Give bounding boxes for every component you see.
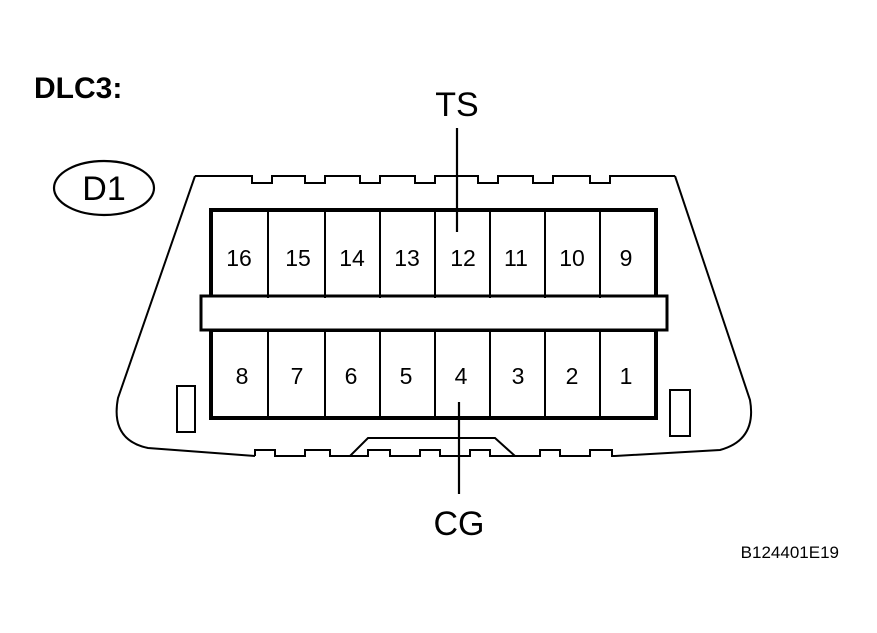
pin-13-label: 13 [394, 245, 420, 271]
pin-3-label: 3 [512, 363, 525, 389]
bottom-pin-row [209, 328, 658, 420]
pin-6-label: 6 [345, 363, 358, 389]
pin-5-label: 5 [400, 363, 413, 389]
bottom-row-dividers [267, 330, 601, 418]
pin-15-label: 15 [285, 245, 311, 271]
pin-2-label: 2 [566, 363, 579, 389]
left-latch-tab [176, 385, 196, 433]
top-pin-row [209, 208, 658, 300]
pin-1-label: 1 [620, 363, 633, 389]
pin-8-label: 8 [236, 363, 249, 389]
pin-9-label: 9 [620, 245, 633, 271]
right-latch-tab [669, 389, 691, 437]
connector-id-label: D1 [82, 170, 125, 208]
figure-code: B124401E19 [741, 543, 839, 562]
pin-14-label: 14 [339, 245, 365, 271]
bottom-row-pin-labels: 8 7 6 5 4 3 2 1 [236, 363, 633, 389]
connector-id-badge: D1 [52, 159, 156, 217]
pin-4-label: 4 [455, 363, 468, 389]
pin-7-label: 7 [291, 363, 304, 389]
pin-12-label: 12 [450, 245, 476, 271]
diagram-title: DLC3: [34, 72, 122, 105]
top-row-pin-labels: 16 15 14 13 12 11 10 9 [226, 245, 632, 271]
ts-signal-label: TS [435, 86, 478, 124]
cg-signal-label: CG [434, 505, 485, 543]
connector-housing [115, 175, 753, 457]
pin-11-label: 11 [504, 245, 528, 271]
pin-10-label: 10 [559, 245, 585, 271]
top-row-dividers [267, 210, 601, 298]
pin-16-label: 16 [226, 245, 252, 271]
center-divider-bar [199, 294, 669, 332]
